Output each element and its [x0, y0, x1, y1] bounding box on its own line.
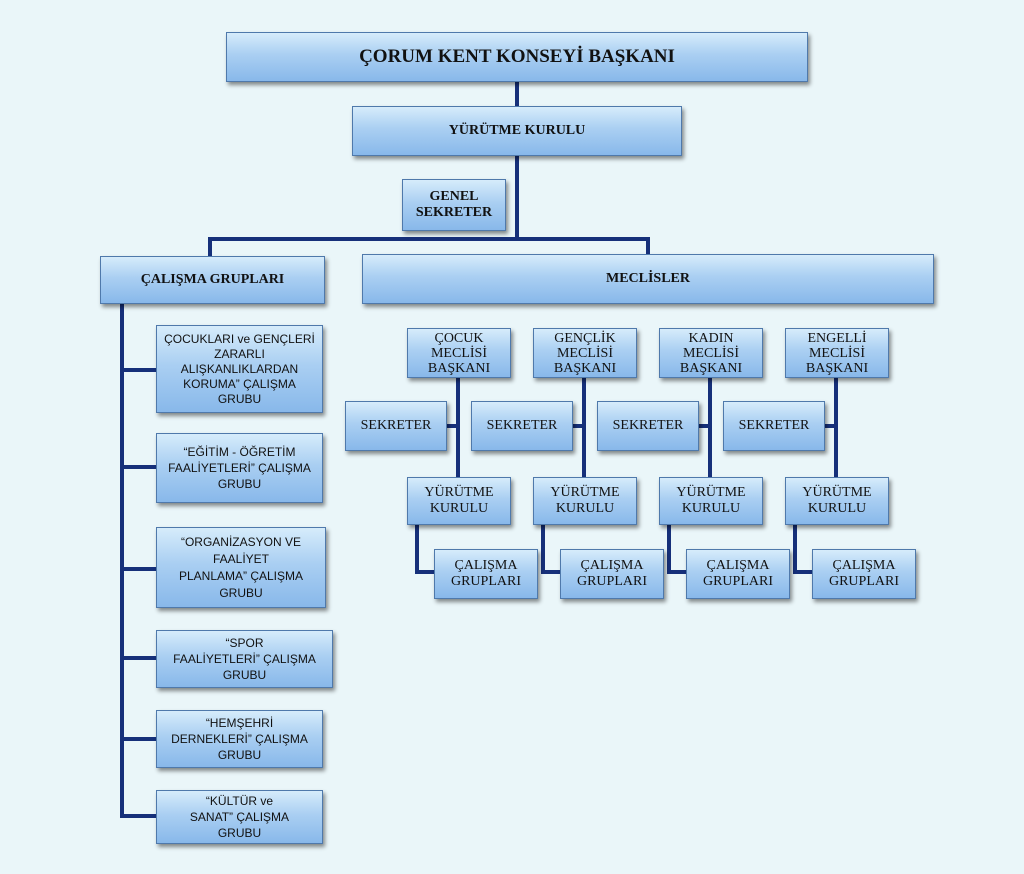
council-groups-box: ÇALIŞMA GRUPLARI [434, 549, 538, 599]
working-group-label: “ORGANİZASYON VE FAALİYET PLANLAMA” ÇALI… [178, 534, 304, 600]
working-group-box: ÇOCUKLARI ve GENÇLERİ ZARARLI ALIŞKANLIK… [156, 325, 323, 413]
president-label: ÇORUM KENT KONSEYİ BAŞKANI [359, 46, 675, 67]
council-executive-box: YÜRÜTME KURULU [785, 477, 889, 525]
working-group-label: “KÜLTÜR ve SANAT” ÇALIŞMA GRUBU [189, 794, 290, 840]
council-groups-box: ÇALIŞMA GRUPLARI [560, 549, 664, 599]
working-group-box: “EĞİTİM - ÖĞRETİM FAALİYETLERİ” ÇALIŞMA … [156, 433, 323, 503]
council-executive-label: YÜRÜTME KURULU [550, 485, 620, 516]
president-box: ÇORUM KENT KONSEYİ BAŞKANI [226, 32, 808, 82]
council-president-label: GENÇLİK MECLİSİ BAŞKANI [553, 330, 617, 376]
working-group-label: “SPOR FAALİYETLERİ” ÇALIŞMA GRUBU [173, 636, 316, 682]
executive-board-box: YÜRÜTME KURULU [352, 106, 682, 156]
council-secretary-label: SEKRETER [738, 418, 810, 433]
council-executive-box: YÜRÜTME KURULU [407, 477, 511, 525]
council-secretary-label: SEKRETER [486, 418, 558, 433]
working-groups-header-label: ÇALIŞMA GRUPLARI [140, 272, 285, 287]
council-groups-label: ÇALIŞMA GRUPLARI [828, 558, 899, 589]
general-secretary-label: GENEL SEKRETER [415, 189, 493, 220]
council-groups-box: ÇALIŞMA GRUPLARI [812, 549, 916, 599]
councils-header-box: MECLİSLER [362, 254, 934, 304]
working-group-label: “HEMŞEHRİ DERNEKLERİ” ÇALIŞMA GRUBU [171, 716, 308, 762]
council-secretary-box: SEKRETER [723, 401, 825, 451]
working-group-box: “KÜLTÜR ve SANAT” ÇALIŞMA GRUBU [156, 790, 323, 844]
council-executive-label: YÜRÜTME KURULU [676, 485, 746, 516]
council-president-label: KADIN MECLİSİ BAŞKANI [679, 330, 743, 376]
executive-board-label: YÜRÜTME KURULU [448, 123, 586, 138]
working-group-label: ÇOCUKLARI ve GENÇLERİ ZARARLI ALIŞKANLIK… [164, 331, 315, 406]
council-president-box: ÇOCUK MECLİSİ BAŞKANI [407, 328, 511, 378]
council-executive-label: YÜRÜTME KURULU [424, 485, 494, 516]
council-secretary-box: SEKRETER [471, 401, 573, 451]
council-secretary-box: SEKRETER [597, 401, 699, 451]
council-groups-label: ÇALIŞMA GRUPLARI [576, 558, 647, 589]
council-secretary-label: SEKRETER [612, 418, 684, 433]
council-president-label: ÇOCUK MECLİSİ BAŞKANI [427, 330, 491, 376]
general-secretary-box: GENEL SEKRETER [402, 179, 506, 231]
council-groups-label: ÇALIŞMA GRUPLARI [702, 558, 773, 589]
council-president-label: ENGELLİ MECLİSİ BAŞKANI [805, 330, 869, 376]
working-group-label: “EĞİTİM - ÖĞRETİM FAALİYETLERİ” ÇALIŞMA … [168, 445, 311, 491]
council-secretary-label: SEKRETER [360, 418, 432, 433]
council-secretary-box: SEKRETER [345, 401, 447, 451]
working-group-box: “SPOR FAALİYETLERİ” ÇALIŞMA GRUBU [156, 630, 333, 688]
council-executive-box: YÜRÜTME KURULU [659, 477, 763, 525]
council-groups-box: ÇALIŞMA GRUPLARI [686, 549, 790, 599]
council-executive-label: YÜRÜTME KURULU [802, 485, 872, 516]
council-president-box: GENÇLİK MECLİSİ BAŞKANI [533, 328, 637, 378]
working-group-box: “HEMŞEHRİ DERNEKLERİ” ÇALIŞMA GRUBU [156, 710, 323, 768]
council-executive-box: YÜRÜTME KURULU [533, 477, 637, 525]
working-group-box: “ORGANİZASYON VE FAALİYET PLANLAMA” ÇALI… [156, 527, 326, 608]
council-president-box: KADIN MECLİSİ BAŞKANI [659, 328, 763, 378]
councils-header-label: MECLİSLER [605, 271, 691, 286]
working-groups-header-box: ÇALIŞMA GRUPLARI [100, 256, 325, 304]
council-groups-label: ÇALIŞMA GRUPLARI [450, 558, 521, 589]
council-president-box: ENGELLİ MECLİSİ BAŞKANI [785, 328, 889, 378]
